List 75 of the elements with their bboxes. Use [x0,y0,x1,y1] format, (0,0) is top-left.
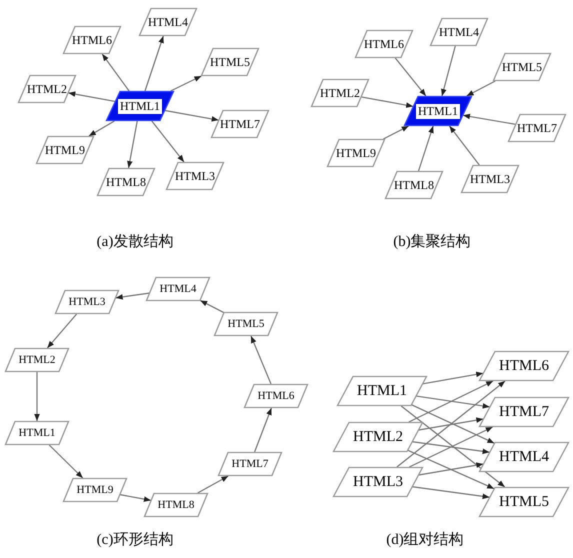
arrow [127,120,138,168]
panel-caption: (c)环形结构 [96,530,174,549]
parallelogram-box: HTML7 [479,397,569,427]
parallelogram-box: HTML3 [55,290,119,314]
parallelogram-box: HTML1 [404,96,472,126]
arrow [396,380,506,468]
parallelogram-box: HTML8 [97,168,155,196]
panel-caption: (d)组对结构 [386,530,464,549]
parallelogram-box: HTML3 [166,162,224,190]
parallelogram-box: HTML6 [244,384,308,408]
arrow [412,486,490,500]
parallelogram-box: HTML4 [146,277,210,301]
arrow [48,444,84,478]
arrow [170,75,202,92]
arrow [250,336,272,384]
arrow [151,120,184,162]
parallelogram-box: HTML2 [18,75,76,103]
parallelogram-box: HTML4 [479,442,569,472]
arrow [416,395,490,409]
parallelogram-box: HTML6 [355,30,413,58]
parallelogram-box: HTML5 [201,48,259,76]
arrow [418,417,484,431]
arrow [120,494,152,502]
parallelogram-box: HTML6 [479,351,569,381]
parallelogram-box: HTML9 [63,478,127,502]
parallelogram-box: HTML2 [5,348,69,372]
parallelogram-box: HTML8 [385,171,443,199]
parallelogram-box: HTML2 [333,422,423,452]
parallelogram-box: HTML3 [461,165,519,193]
panel-caption: (a)发散结构 [96,232,174,251]
arrow [394,58,426,96]
parallelogram-box: HTML9 [36,136,94,164]
parallelogram-box: HTML5 [493,53,551,81]
arrow [412,441,490,454]
parallelogram-box: HTML4 [430,18,488,46]
arrow [200,300,224,314]
arrow [411,404,495,444]
parallelogram-box: HTML3 [333,467,423,497]
parallelogram-box: HTML5 [214,312,278,336]
arrow [34,372,40,421]
arrow [449,126,480,166]
arrow [462,114,516,125]
arrow [254,408,272,452]
arrow [441,46,456,96]
parallelogram-box: HTML5 [479,487,569,517]
arrow [361,96,414,108]
parallelogram-box: HTML4 [139,8,197,36]
arrow [46,314,78,348]
parallelogram-box: HTML7 [508,114,566,142]
arrow [422,372,484,384]
parallelogram-box: HTML7 [211,110,269,138]
parallelogram-box: HTML6 [63,26,121,54]
arrow [68,91,116,102]
arrow [418,126,434,172]
parallelogram-box: HTML1 [337,376,427,406]
parallelogram-box: HTML1 [106,91,174,121]
arrow [383,125,409,140]
arrow [466,80,496,97]
parallelogram-box: HTML2 [311,79,369,107]
arrow [164,110,219,122]
arrow [408,450,494,490]
parallelogram-box: HTML7 [218,452,282,476]
arrow [102,54,130,92]
arrow [197,475,229,494]
arrow [88,120,115,137]
arrow [418,462,484,476]
arrow [400,406,506,488]
arrow [116,292,150,300]
parallelogram-box: HTML8 [144,493,208,517]
parallelogram-box: HTML1 [5,421,69,445]
arrow [409,426,493,468]
panel-caption: (b)集聚结构 [393,232,471,251]
arrow [144,36,164,92]
parallelogram-box: HTML9 [327,139,385,167]
arrow [408,380,494,423]
